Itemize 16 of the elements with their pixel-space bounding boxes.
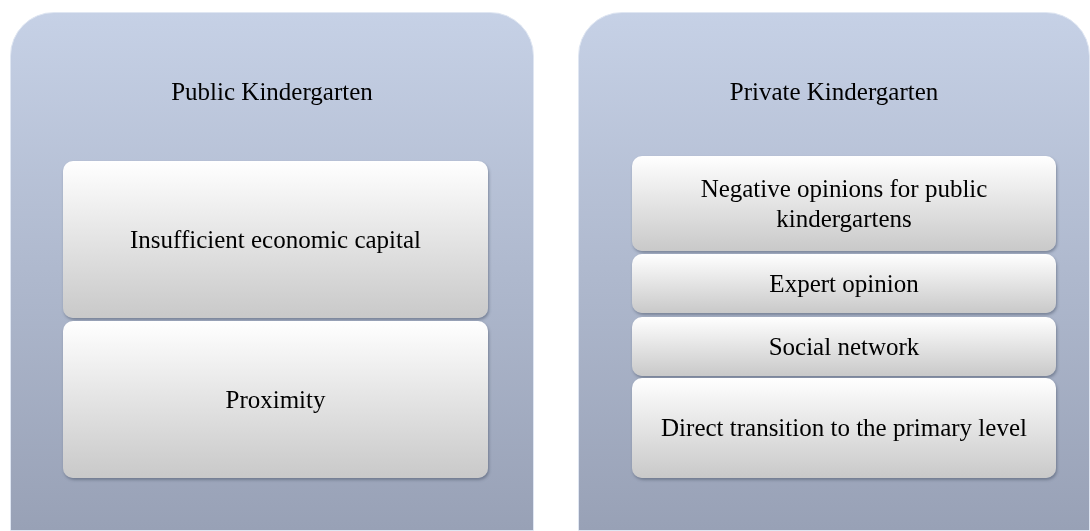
panel-heading: Public Kindergarten: [170, 77, 374, 107]
group-panel: [578, 12, 1090, 531]
item-box: [632, 317, 1056, 376]
group-panel: [10, 12, 534, 531]
item-text: Insufficient economic capital: [129, 224, 422, 255]
item-box: [632, 378, 1056, 478]
panel-heading: Private Kindergarten: [728, 77, 940, 107]
item-text: Expert opinion: [769, 268, 919, 299]
item-text: Direct transition to the primary level: [661, 413, 1027, 443]
item-text: Social network: [768, 331, 920, 362]
item-text: Proximity: [225, 384, 326, 415]
item-box: [632, 254, 1056, 313]
item-box: [63, 161, 488, 318]
item-text: Negative opinions for public kindergartens: [699, 173, 989, 234]
item-box: [632, 156, 1056, 251]
item-box: [63, 321, 488, 478]
